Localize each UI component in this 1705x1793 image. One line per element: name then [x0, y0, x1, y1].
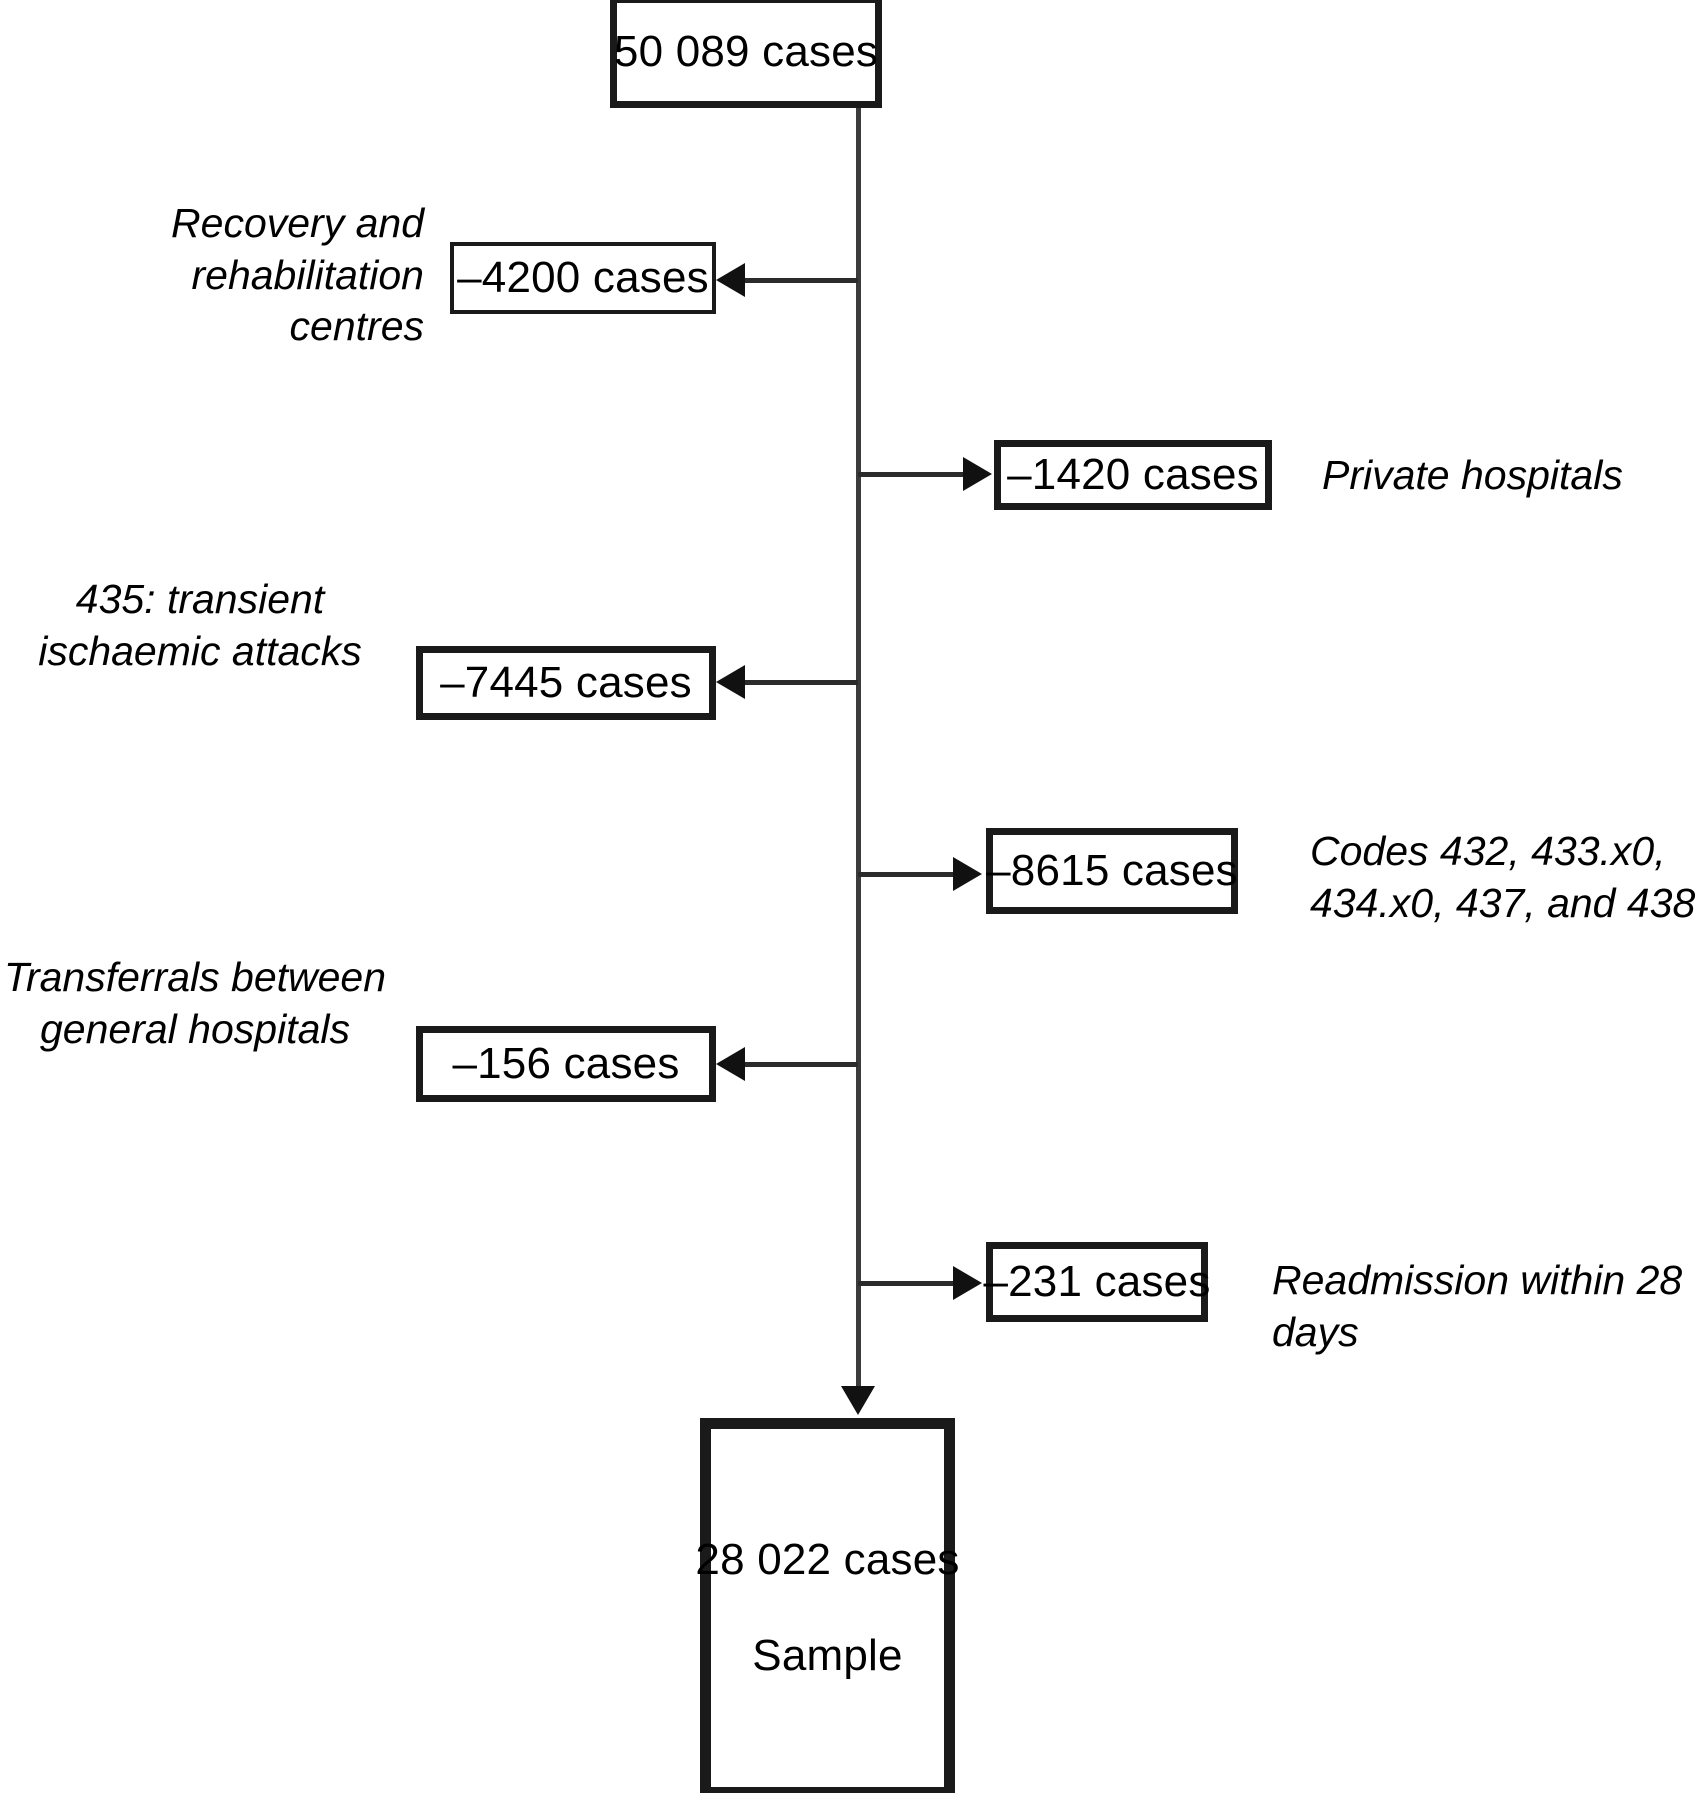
- node-transferrals: –156 cases: [416, 1026, 716, 1102]
- connector-private-hospitals: [858, 472, 968, 477]
- arrowhead-transferrals: [716, 1047, 745, 1081]
- spine-connector: [856, 108, 861, 1408]
- arrowhead-transient-ischaemic-attacks: [716, 665, 745, 699]
- node-codes: –8615 cases: [986, 828, 1238, 914]
- caption-recovery-rehabilitation: Recovery and rehabilitation centres: [171, 200, 424, 350]
- node-final-sample-label: Sample: [752, 1631, 903, 1680]
- arrowhead-final-sample: [841, 1386, 875, 1415]
- node-transient-ischaemic-attacks-label: –7445 cases: [440, 658, 692, 707]
- connector-transient-ischaemic-attacks: [745, 680, 858, 685]
- node-total-cases: 50 089 cases: [610, 0, 882, 108]
- connector-recovery-rehabilitation: [745, 278, 858, 283]
- node-readmission: –231 cases: [983, 1242, 1211, 1322]
- connector-transferrals: [745, 1062, 858, 1067]
- caption-transient-ischaemic-attacks: 435: transient ischaemic attacks: [38, 576, 362, 674]
- node-transferrals-label: –156 cases: [452, 1039, 680, 1088]
- caption-transferrals: Transferrals between general hospitals: [3, 954, 387, 1052]
- node-codes-label: –8615 cases: [986, 846, 1238, 895]
- caption-codes: Codes 432, 433.x0, 434.x0, 437, and 438: [1310, 828, 1696, 926]
- caption-readmission: Readmission within 28 days: [1272, 1257, 1683, 1355]
- arrowhead-private-hospitals: [963, 457, 992, 491]
- node-final-sample: 28 022 cases Sample: [695, 1418, 959, 1793]
- node-recovery-rehabilitation-label: –4200 cases: [457, 253, 709, 302]
- connector-codes: [858, 872, 958, 877]
- connector-readmission: [858, 1281, 958, 1286]
- node-private-hospitals-label: –1420 cases: [1007, 450, 1259, 499]
- node-private-hospitals: –1420 cases: [994, 440, 1272, 510]
- arrowhead-readmission: [953, 1266, 982, 1300]
- arrowhead-recovery-rehabilitation: [716, 263, 745, 297]
- node-transient-ischaemic-attacks: –7445 cases: [416, 646, 716, 720]
- arrowhead-codes: [953, 857, 982, 891]
- node-recovery-rehabilitation: –4200 cases: [450, 242, 716, 314]
- node-final-sample-count: 28 022 cases: [695, 1535, 960, 1584]
- node-readmission-label: –231 cases: [983, 1257, 1211, 1306]
- caption-private-hospitals: Private hospitals: [1322, 452, 1623, 498]
- node-total-cases-label: 50 089 cases: [613, 27, 879, 76]
